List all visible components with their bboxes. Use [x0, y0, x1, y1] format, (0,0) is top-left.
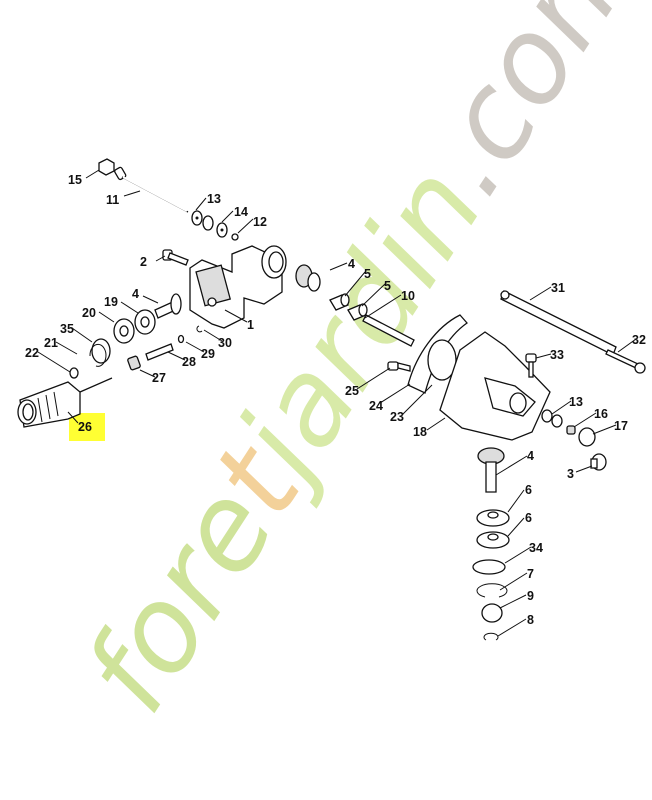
- label-17[interactable]: 17: [614, 419, 628, 433]
- label-21[interactable]: 21: [44, 336, 58, 350]
- svg-text:foretjardin.com: foretjardin.com: [58, 0, 652, 735]
- label-24[interactable]: 24: [369, 399, 383, 413]
- label-25[interactable]: 25: [345, 384, 359, 398]
- label-29[interactable]: 29: [201, 347, 215, 361]
- label-5-b[interactable]: 5: [384, 279, 391, 293]
- label-35[interactable]: 35: [60, 322, 74, 336]
- part-labels: 15 11 13 14 12 2 4 1 19 20 35 21 22 30 2…: [25, 173, 646, 627]
- label-4-pinion[interactable]: 4: [527, 449, 534, 463]
- label-14[interactable]: 14: [234, 205, 248, 219]
- label-23[interactable]: 23: [390, 410, 404, 424]
- label-13[interactable]: 13: [207, 192, 221, 206]
- label-7[interactable]: 7: [527, 567, 534, 581]
- label-34[interactable]: 34: [529, 541, 543, 555]
- label-28[interactable]: 28: [182, 355, 196, 369]
- label-16[interactable]: 16: [594, 407, 608, 421]
- label-4[interactable]: 4: [132, 287, 139, 301]
- label-33[interactable]: 33: [550, 348, 564, 362]
- label-27[interactable]: 27: [152, 371, 166, 385]
- label-9[interactable]: 9: [527, 589, 534, 603]
- label-11[interactable]: 11: [106, 193, 119, 207]
- label-20[interactable]: 20: [82, 306, 96, 320]
- label-2[interactable]: 2: [140, 255, 147, 269]
- label-19[interactable]: 19: [104, 295, 118, 309]
- label-6-a[interactable]: 6: [525, 483, 532, 497]
- label-3[interactable]: 3: [567, 467, 574, 481]
- label-32[interactable]: 32: [632, 333, 646, 347]
- label-5-a[interactable]: 5: [364, 267, 371, 281]
- label-1[interactable]: 1: [247, 318, 254, 332]
- left-parts: [17, 158, 287, 428]
- label-6-b[interactable]: 6: [525, 511, 532, 525]
- label-15[interactable]: 15: [68, 173, 82, 187]
- highlight-box-26[interactable]: [69, 413, 105, 441]
- leader-lines: [37, 169, 637, 637]
- label-18[interactable]: 18: [413, 425, 427, 439]
- label-13-right[interactable]: 13: [569, 395, 583, 409]
- right-parts: [295, 264, 646, 641]
- label-4-gear[interactable]: 4: [348, 257, 355, 271]
- label-8[interactable]: 8: [527, 613, 534, 627]
- label-22[interactable]: 22: [25, 346, 39, 360]
- label-30[interactable]: 30: [218, 336, 232, 350]
- label-31[interactable]: 31: [551, 281, 565, 295]
- watermark: foretjardin.com: [58, 0, 652, 735]
- label-26[interactable]: 26: [78, 420, 92, 434]
- label-10[interactable]: 10: [401, 289, 415, 303]
- label-12[interactable]: 12: [253, 215, 267, 229]
